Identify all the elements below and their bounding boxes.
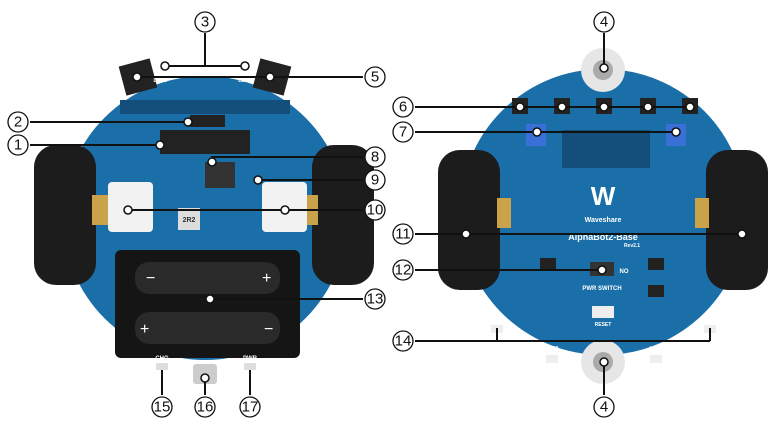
callout-3: 3 [201,14,209,31]
chg-label: CHG [155,356,169,362]
inductor [178,208,200,230]
main-header [160,130,250,154]
right-wheel [706,150,768,290]
callout-14: 14 [395,333,412,350]
reset-button[interactable] [592,306,614,318]
callout-numbers [7,11,615,418]
pwr-switch-label: PWR SWITCH [582,286,621,292]
right-wheel [312,145,374,285]
callout-13: 13 [367,291,384,308]
right-motor [695,198,709,228]
pwr-label: PWR [243,356,258,362]
on-label: NO [620,269,629,275]
callout-4-front: 4 [600,14,608,31]
callout-15: 15 [154,399,171,416]
callout-16: 16 [197,399,214,416]
left-board-top-view: LEDL LEDR 2R2 − + + − CHG PWR [34,58,374,384]
rev-label: Rev2.1 [624,243,640,249]
reset-label: RESET [595,322,612,328]
model-label: AlphaBot2-Base [568,232,638,242]
resistor-row [120,100,290,114]
callout-12: 12 [395,262,412,279]
ic-chip [205,162,235,188]
led1-label: LED1 [491,318,504,324]
callout-7: 7 [399,124,407,141]
callout-dots [123,61,747,383]
minus-terminal: − [146,270,155,287]
minus-terminal: − [264,321,273,338]
led-right-label: LEDR [238,78,252,84]
left-wheel [438,150,500,290]
chg-led [156,363,168,370]
rgb-led-2 [546,355,558,363]
callout-10: 10 [367,202,384,219]
right-board-bottom-view: W Waveshare AlphaBot2-Base Rev2.1 NO PWR… [438,48,768,384]
led-left-label: LEDL [153,78,166,84]
left-motor [497,198,511,228]
small-header [190,115,225,127]
rgb-led-3 [650,355,662,363]
led4-label: LED4 [704,318,717,324]
callout-1: 1 [14,137,22,154]
callout-lines [30,33,742,395]
callout-4-rear: 4 [600,399,608,416]
battery-slot-2 [135,312,280,344]
callout-17: 17 [242,399,259,416]
led2-label: LED2 [546,346,559,352]
battery-slot-1 [135,262,280,294]
inductor-label: 2R2 [183,217,196,224]
pwr-led [244,363,256,370]
callout-8: 8 [371,149,379,166]
callout-6: 6 [399,99,407,116]
callout-9: 9 [371,172,379,189]
plus-terminal: + [140,321,149,338]
brand-label: Waveshare [585,217,622,224]
callout-5: 5 [371,69,379,86]
callout-11: 11 [395,226,411,243]
left-motor [92,195,112,225]
pad-matrix [562,130,650,168]
plus-terminal: + [262,270,271,287]
callout-2: 2 [14,114,22,131]
left-wheel [34,145,96,285]
waveshare-logo-icon: W [591,181,616,211]
led3-label: LED3 [650,346,663,352]
